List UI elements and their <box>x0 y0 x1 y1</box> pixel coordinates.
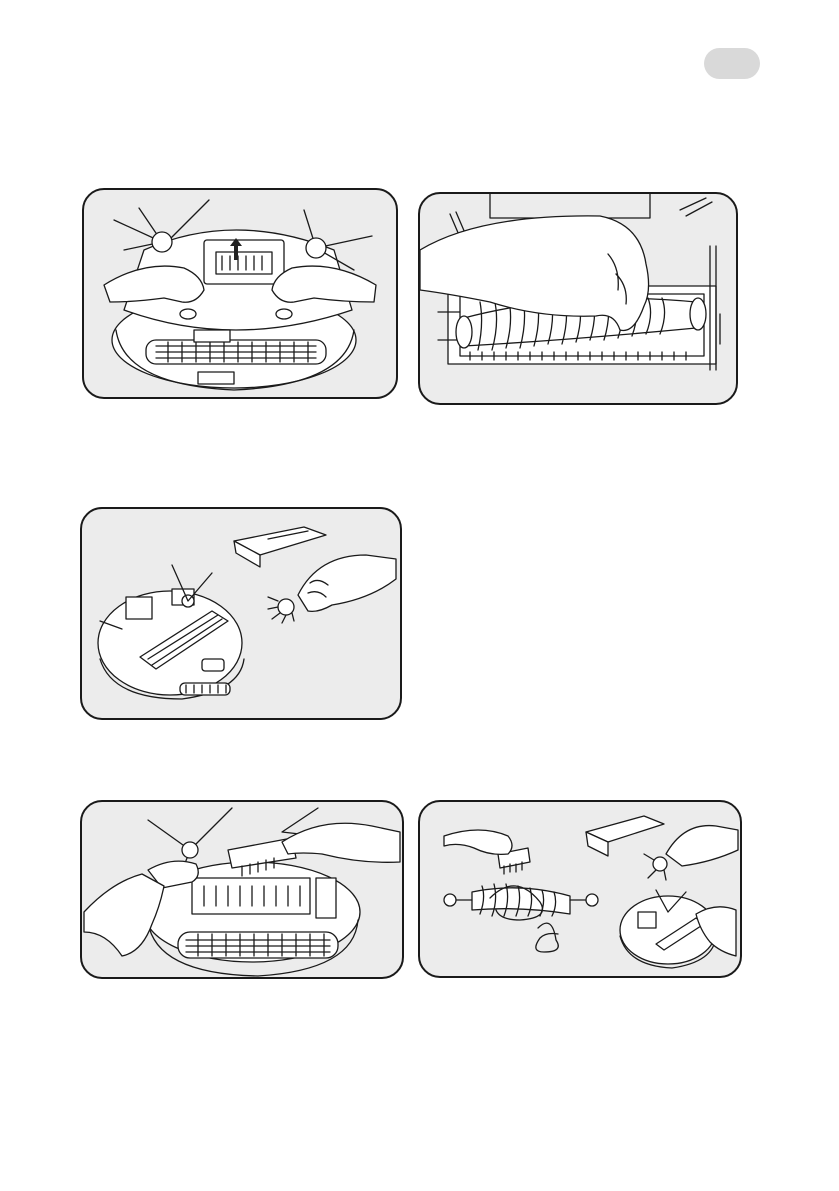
figure-remove-main-brush <box>418 192 738 405</box>
language-tab <box>704 48 760 79</box>
figure-clean-parts-overview <box>418 800 742 978</box>
figure-wipe-brush-chamber <box>80 800 404 979</box>
brush-chamber-wiping-illustration <box>82 802 402 977</box>
figure-remove-brush-cover <box>82 188 398 399</box>
robot-and-side-brush-cleaning-illustration <box>82 509 400 718</box>
parts-cleaning-overview-illustration <box>420 802 740 976</box>
main-brush-removal-illustration <box>420 194 736 403</box>
robot-underside-remove-cover-illustration <box>84 190 396 397</box>
figure-clean-side-brush <box>80 507 402 720</box>
